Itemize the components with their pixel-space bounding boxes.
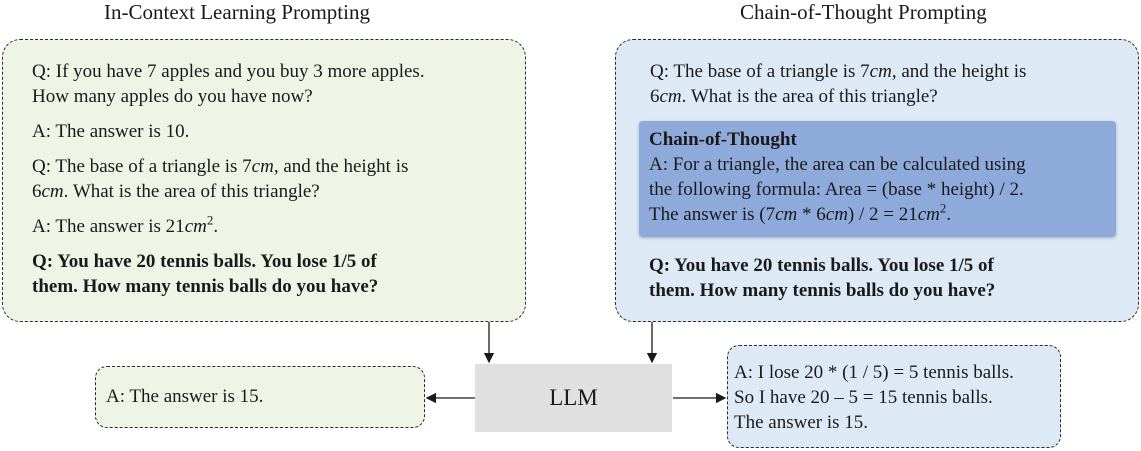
cot-q2: Q: You have 20 tennis balls. You lose 1/… (649, 255, 996, 301)
cot-q1: Q: The base of a triangle is 7cm, and th… (650, 61, 1027, 107)
icl-title: In-Context Learning Prompting (104, 0, 370, 24)
icl-a2: A: The answer is 21cm2. (32, 212, 219, 237)
icl-q3: Q: You have 20 tennis balls. You lose 1/… (32, 251, 379, 297)
icl-a1: A: The answer is 10. (32, 121, 190, 142)
cot-reasoning-title: Chain-of-Thought (649, 129, 797, 150)
cot-output-box: A: I lose 20 * (1 / 5) = 5 tennis balls.… (727, 345, 1061, 448)
icl-output-text: A: The answer is 15. (106, 386, 264, 407)
cot-output-text: A: I lose 20 * (1 / 5) = 5 tennis balls.… (734, 362, 1014, 433)
icl-q2: Q: The base of a triangle is 7cm, and th… (32, 156, 409, 202)
cot-reasoning-box: Chain-of-Thought A: For a triangle, the … (639, 121, 1116, 237)
icl-q1: Q: If you have 7 apples and you buy 3 mo… (32, 61, 425, 107)
icl-output-box: A: The answer is 15. (95, 366, 425, 428)
llm-box: LLM (475, 364, 672, 432)
icl-prompt-box: Q: If you have 7 apples and you buy 3 mo… (2, 39, 526, 322)
cot-reasoning-text: A: For a triangle, the area can be calcu… (649, 154, 1026, 225)
cot-title: Chain-of-Thought Prompting (740, 0, 987, 24)
llm-label: LLM (549, 385, 598, 410)
